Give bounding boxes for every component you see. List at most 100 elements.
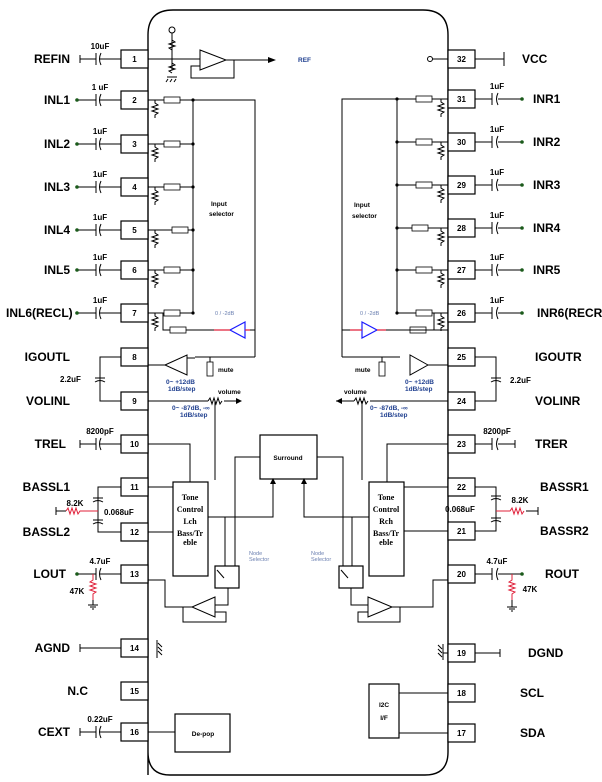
pin-label: AGND	[35, 641, 71, 655]
pin-number: 13	[130, 570, 139, 579]
left-input-gain-step: 1dB/step	[168, 386, 195, 393]
selector-switch	[163, 183, 181, 191]
pin-label: REFIN	[34, 52, 70, 66]
left-volume-range: 0~ -87dB, -∞	[172, 405, 210, 412]
left-input-selector-label-1: Input	[211, 201, 228, 208]
pin-number: 21	[457, 527, 466, 536]
pin-number: 17	[457, 729, 466, 738]
capacitor-value: 1uF	[93, 213, 107, 222]
right-igout-cap: 2.2uF	[475, 356, 531, 402]
tone-r-line: Tone	[378, 493, 395, 502]
pin-number: 18	[457, 689, 466, 698]
pin-number: 31	[457, 95, 466, 104]
selector-switch	[415, 181, 433, 189]
tone-r-line: eble	[379, 538, 393, 547]
tone-r-line: Rch	[379, 517, 393, 526]
pin-number: 8	[132, 353, 137, 362]
pin-number: 9	[132, 397, 137, 406]
left-input-selector-label-2: selector	[209, 211, 234, 218]
right-bass-res-label: 8.2K	[512, 496, 529, 505]
left-input-selector: Input selector 0 / -2dB mute 0~ +12dB 1d…	[148, 99, 256, 480]
right-bass-network: 8.2K 0.068uF	[445, 486, 539, 532]
capacitor-value: 1uF	[490, 211, 504, 220]
pin-number: 16	[130, 728, 139, 737]
pin-number: 25	[457, 353, 466, 362]
lout-res-label: 47K	[70, 587, 85, 596]
i2c-block: I2C I/F	[368, 683, 448, 739]
capacitor-value: 1 uF	[92, 83, 109, 92]
pin-number: 7	[132, 309, 137, 318]
capacitor-value: 8200pF	[483, 427, 511, 436]
left-igout-cap-label: 2.2uF	[60, 375, 81, 384]
capacitor-value: 1uF	[93, 296, 107, 305]
pin-number: 4	[132, 183, 137, 192]
pin-label: INR3	[533, 178, 561, 192]
pin-box	[120, 681, 149, 701]
pin-label: IGOUTL	[25, 350, 70, 364]
right-mute-label: mute	[355, 367, 371, 374]
pin-label: TRER	[535, 437, 568, 451]
right-output-amp	[357, 579, 448, 623]
pin-number: 19	[457, 649, 466, 658]
pin-label: VOLINL	[26, 394, 70, 408]
surround-block: Surround	[208, 434, 369, 566]
pin-number: 10	[130, 440, 139, 449]
pin-number: 3	[132, 140, 137, 149]
node-selector-right-label-2: Selector	[311, 557, 331, 563]
capacitor-value: 1uF	[490, 253, 504, 262]
right-input-selector: Input selector 0 / -2dB mute 0~ +12dB 1d…	[336, 98, 448, 480]
ref-buffer: REF	[148, 26, 311, 83]
pin-label: VCC	[522, 52, 548, 66]
pin-number: 20	[457, 570, 466, 579]
left-input-gain-label: 0~ +12dB	[166, 379, 195, 386]
rout-res-label: 47K	[523, 585, 538, 594]
left-igout-cap: 2.2uF	[60, 356, 121, 402]
left-volume-label: volume	[218, 389, 241, 396]
rout-load: 47K	[507, 574, 538, 612]
selector-switch	[169, 326, 187, 334]
pin-right-20: 20 ROUT 4.7uF	[447, 557, 580, 584]
pin-label: INL3	[44, 180, 70, 194]
capacitor-value: 10uF	[91, 42, 110, 51]
left-mute-label: mute	[218, 367, 234, 374]
pin-number: 29	[457, 181, 466, 190]
pin-label: IGOUTR	[535, 350, 582, 364]
selector-switch	[163, 96, 181, 104]
pin-label: ROUT	[545, 567, 580, 581]
i2c-label-1: I2C	[379, 702, 389, 709]
right-volume-label: volume	[344, 389, 367, 396]
pin-number: 11	[130, 483, 139, 492]
left-volume-step: 1dB/step	[180, 412, 207, 419]
depop-block: De-pop	[148, 713, 231, 753]
pin-label: INL1	[44, 93, 70, 107]
node-selector-left: Node Selector	[214, 551, 269, 606]
capacitor-value: 1uF	[490, 82, 504, 91]
capacitor-value: 4.7uF	[487, 557, 508, 566]
pin-label: BASSL2	[23, 525, 71, 539]
surround-label: Surround	[273, 455, 302, 462]
pin-number: 24	[457, 397, 466, 406]
node-selector-left-label-1: Node	[249, 551, 262, 557]
left-bass-network: 8.2K 0.068uF	[55, 486, 134, 533]
pin-number: 2	[132, 96, 137, 105]
